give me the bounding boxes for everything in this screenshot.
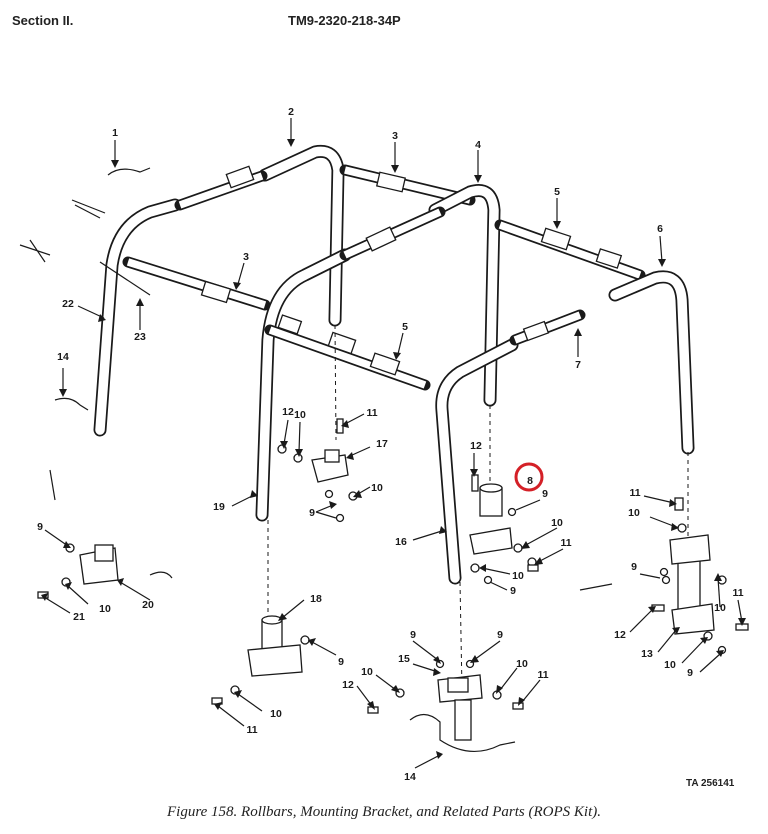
callout-20: 20 — [142, 599, 154, 611]
callout-21: 21 — [73, 611, 85, 623]
callout-10: 10 — [294, 409, 306, 421]
callout-9: 9 — [542, 488, 548, 500]
callout-10-right-bottom: 10 — [664, 659, 676, 671]
manual-number: TM9-2320-218-34P — [288, 13, 401, 28]
callout-10: 10 — [361, 666, 373, 678]
callout-10: 10 — [270, 708, 282, 720]
rollbar-frame — [93, 144, 695, 585]
callout-11: 11 — [537, 669, 548, 681]
callout-11: 11 — [629, 487, 640, 499]
callout-23: 23 — [134, 331, 146, 343]
callout-8: 8 — [527, 475, 533, 487]
callout-4: 4 — [475, 139, 481, 151]
callout-9: 9 — [309, 507, 315, 519]
section-label: Section II. — [12, 13, 74, 28]
callout-11: 11 — [366, 407, 377, 419]
callout-10: 10 — [516, 658, 528, 670]
callout-5-front: 5 — [402, 321, 408, 333]
callout-11: 11 — [560, 537, 571, 549]
callout-11: 11 — [732, 587, 743, 599]
highlight-circle — [514, 462, 544, 492]
callout-12: 12 — [282, 406, 294, 418]
callout-labels: 1 2 3 3 4 5 5 6 7 8 9 9 9 9 9 9 9 9 9 10… — [37, 106, 744, 783]
callout-10: 10 — [628, 507, 640, 519]
callout-9: 9 — [338, 656, 344, 668]
callout-12: 12 — [470, 440, 482, 452]
callout-18: 18 — [310, 593, 322, 605]
callout-12: 12 — [342, 679, 354, 691]
callout-9: 9 — [631, 561, 637, 573]
alignment-lines — [267, 324, 689, 691]
callout-5-top: 5 — [554, 186, 560, 198]
callout-12: 12 — [614, 629, 626, 641]
callout-10: 10 — [371, 482, 383, 494]
callout-6: 6 — [657, 223, 663, 235]
callout-22: 22 — [62, 298, 74, 310]
figure-caption: Figure 158. Rollbars, Mounting Bracket, … — [167, 804, 601, 820]
callout-16: 16 — [395, 536, 407, 548]
leader-lines — [41, 118, 746, 769]
callout-9: 9 — [37, 521, 43, 533]
callout-2: 2 — [288, 106, 294, 118]
callout-13: 13 — [641, 648, 653, 660]
callout-9: 9 — [497, 629, 503, 641]
callout-10: 10 — [99, 603, 111, 615]
callout-9-right-bottom: 9 — [687, 667, 693, 679]
callout-9: 9 — [510, 585, 516, 597]
callout-3-top: 3 — [392, 130, 398, 142]
callout-14: 14 — [57, 351, 69, 363]
callout-10: 10 — [551, 517, 563, 529]
ta-number: TA 256141 — [686, 778, 735, 789]
callout-11: 11 — [246, 724, 257, 736]
callout-3-left: 3 — [243, 251, 249, 263]
callout-17: 17 — [376, 438, 388, 450]
callout-15: 15 — [398, 653, 410, 665]
callout-9: 9 — [410, 629, 416, 641]
callout-1: 1 — [112, 127, 118, 139]
callout-7: 7 — [575, 359, 581, 371]
callout-19: 19 — [213, 501, 225, 513]
hardware-parts — [19, 167, 749, 753]
callout-14: 14 — [404, 771, 416, 783]
callout-10: 10 — [714, 602, 726, 614]
callout-10: 10 — [512, 570, 524, 582]
